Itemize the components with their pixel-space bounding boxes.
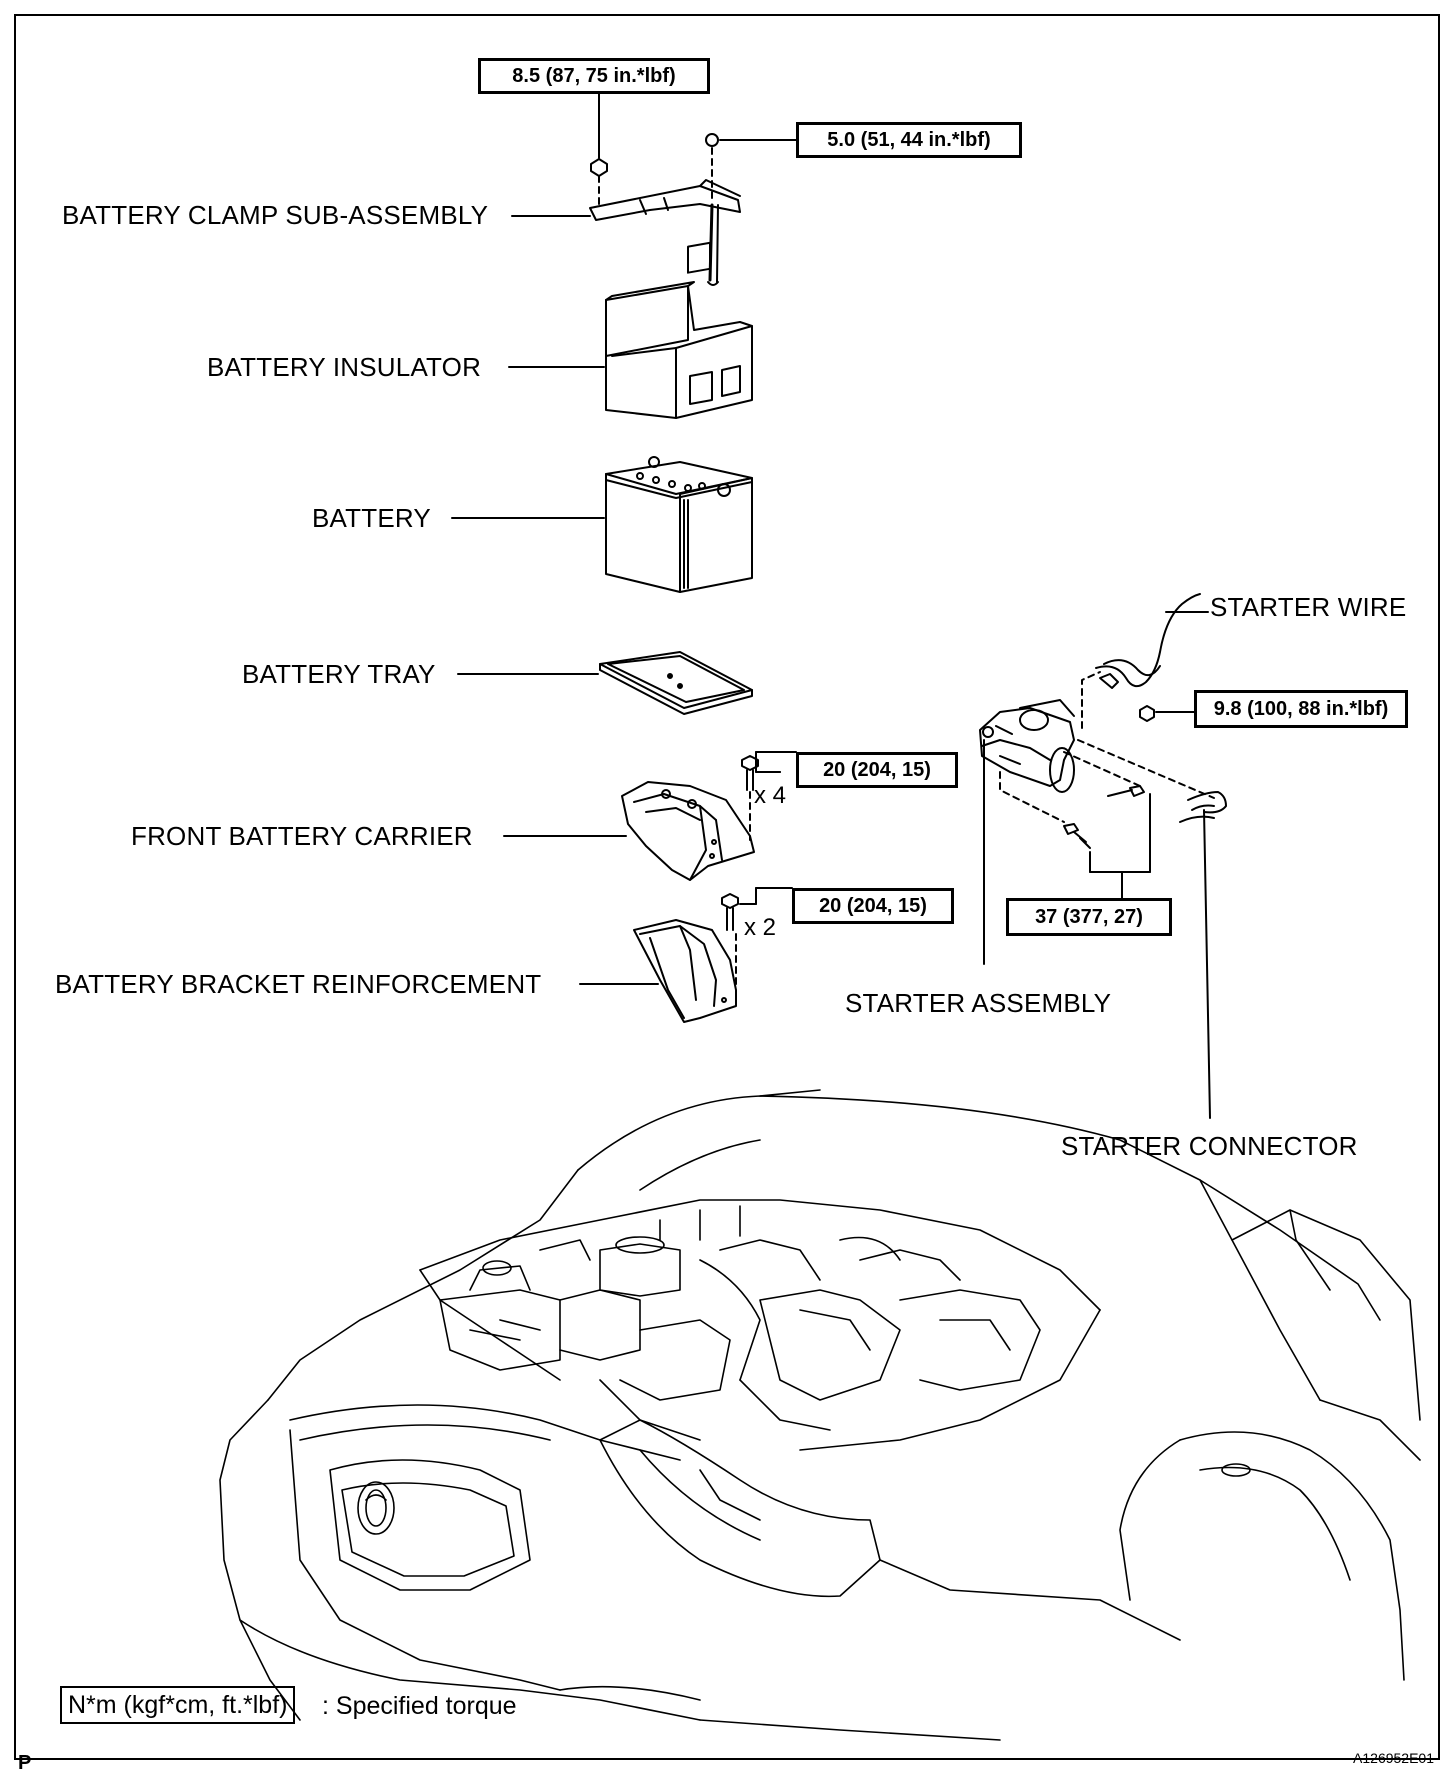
label-battery-tray: BATTERY TRAY (242, 659, 436, 689)
leader-lines (451, 91, 1211, 1119)
battery-tray-drawing (599, 651, 753, 715)
label-battery-insulator: BATTERY INSULATOR (207, 352, 482, 382)
label-battery-clamp-sub-assembly: BATTERY CLAMP SUB-ASSEMBLY (62, 200, 489, 230)
front-battery-carrier-drawing (621, 755, 759, 881)
torque-box-bracket-bolts: 20 (204, 15) (792, 888, 954, 924)
label-starter-assembly: STARTER ASSEMBLY (845, 988, 1112, 1018)
torque-box-clamp-nut: 5.0 (51, 44 in.*lbf) (796, 122, 1022, 158)
figure-code: A126952E01 (1353, 1750, 1434, 1766)
corner-mark: P (18, 1752, 32, 1774)
torque-box-clamp-bolt: 8.5 (87, 75 in.*lbf) (478, 58, 710, 94)
legend-description: : Specified torque (322, 1692, 517, 1720)
battery-bracket-reinforcement-drawing (633, 893, 739, 1023)
quantity-carrier-bolts: x 4 (754, 782, 787, 809)
label-starter-connector: STARTER CONNECTOR (1061, 1131, 1358, 1161)
battery-drawing (605, 456, 753, 593)
vehicle-drawing (219, 1089, 1421, 1741)
label-front-battery-carrier: FRONT BATTERY CARRIER (131, 821, 473, 851)
battery-clamp-drawing (589, 133, 741, 286)
quantity-bracket-bolts: x 2 (744, 914, 777, 941)
label-battery-bracket-reinforcement: BATTERY BRACKET REINFORCEMENT (55, 969, 542, 999)
starter-assembly-drawing (979, 593, 1227, 965)
torque-box-starter-bolts: 37 (377, 27) (1006, 898, 1172, 936)
label-starter-wire: STARTER WIRE (1210, 592, 1407, 622)
torque-box-starter-wire-nut: 9.8 (100, 88 in.*lbf) (1194, 690, 1408, 728)
diagram-frame (14, 14, 1440, 1760)
battery-insulator-drawing (605, 241, 753, 419)
label-battery: BATTERY (312, 503, 431, 533)
torque-box-carrier-bolts: 20 (204, 15) (796, 752, 958, 788)
legend-unit-box: N*m (kgf*cm, ft.*lbf) (60, 1686, 296, 1724)
